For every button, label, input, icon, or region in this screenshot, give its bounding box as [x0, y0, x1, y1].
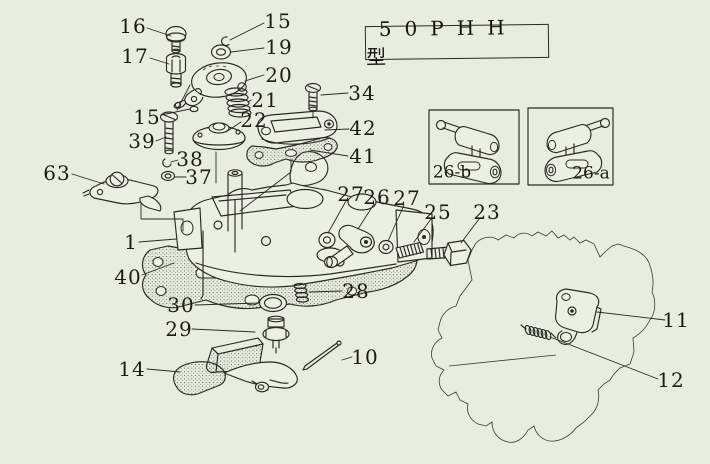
part-label-40: 40	[114, 265, 142, 289]
pump-gasket-part-41	[246, 137, 338, 167]
inset-box-26b	[428, 109, 520, 185]
part-label-17: 17	[121, 44, 149, 68]
screw-part-16	[165, 25, 187, 54]
screw-part-34	[304, 82, 322, 112]
part-label-19: 19	[265, 35, 293, 59]
spring-part-12	[520, 324, 557, 341]
part-label-22: 22	[240, 108, 268, 132]
spring-part-25	[395, 241, 425, 259]
part-label-20: 20	[265, 63, 293, 87]
part-label-16: 16	[119, 14, 147, 38]
part-label-42: 42	[349, 116, 377, 140]
part-label-15-mid: 15	[133, 105, 161, 129]
diaphragm-cover-part-22	[192, 122, 246, 151]
spring-part-28	[293, 282, 309, 303]
needle-part-10	[302, 340, 342, 371]
washer-part-27-left	[318, 231, 336, 249]
inset-label-26a: 26-a	[572, 163, 610, 184]
part-label-11: 11	[662, 308, 690, 332]
washer-part-27-right	[378, 239, 394, 255]
part-label-10: 10	[351, 345, 379, 369]
lever-assembly-part-63	[82, 171, 162, 212]
spring-part-21	[224, 87, 252, 118]
inset-box-26a	[527, 107, 614, 186]
part-label-63: 63	[43, 161, 71, 185]
float-part-14	[173, 337, 298, 396]
part-label-15-top: 15	[264, 9, 292, 33]
oval-part-15-mid	[189, 105, 199, 113]
part-label-27-right: 27	[393, 186, 421, 210]
snap-ring-part-38	[162, 158, 172, 168]
union-fitting-part-17	[165, 52, 187, 88]
snap-ring-part-15-top	[221, 36, 230, 47]
washer-part-19	[210, 44, 232, 60]
screw-part-39	[159, 111, 179, 155]
chamber-outline	[431, 230, 656, 443]
needle-valve-part-29	[262, 315, 290, 354]
bracket-part-11	[554, 288, 602, 345]
part-label-29: 29	[165, 317, 193, 341]
joint-part-26a	[544, 117, 611, 183]
washer-part-37	[160, 170, 176, 182]
part-label-12: 12	[657, 368, 685, 392]
part-label-23: 23	[473, 200, 501, 224]
part-label-34: 34	[348, 81, 376, 105]
bolt-part-23	[426, 239, 472, 267]
inset-label-26b: 26-b	[432, 162, 472, 183]
joint-part-26b	[435, 119, 502, 185]
part-label-38: 38	[176, 147, 204, 171]
part-label-14: 14	[118, 357, 146, 381]
part-label-30: 30	[167, 293, 195, 317]
rod-end-part-26	[323, 224, 375, 269]
model-title-box: 50PHH型	[364, 15, 550, 69]
part-label-25: 25	[424, 200, 452, 224]
part-label-27-left: 27	[337, 182, 365, 206]
part-label-37: 37	[185, 165, 213, 189]
part-label-41: 41	[349, 144, 377, 168]
part-label-1: 1	[124, 230, 138, 254]
part-label-21: 21	[251, 88, 279, 112]
part-label-28: 28	[342, 279, 370, 303]
ring-part-30	[258, 293, 288, 313]
part-label-39: 39	[128, 129, 156, 153]
model-title-text: 50PHH型	[366, 14, 518, 69]
part-label-26: 26	[363, 185, 391, 209]
leader-lines	[71, 22, 666, 380]
